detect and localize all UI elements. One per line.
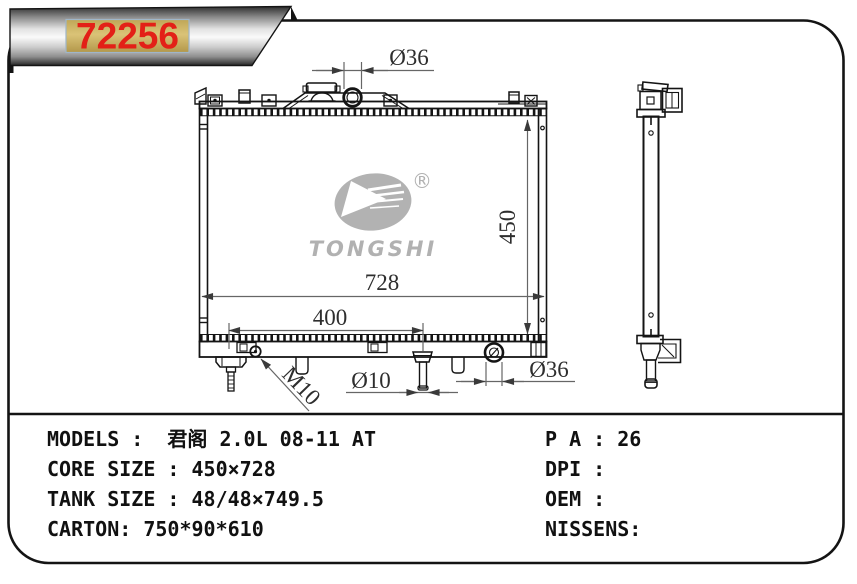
top-bracket-left (194, 86, 223, 107)
registered-icon: ® (412, 169, 432, 193)
dimension-labels: Ø36 450 728 400 M10 Ø10 Ø36 (277, 45, 569, 410)
leader-m10 (260, 358, 310, 412)
spec-column-right: P A : 26 DPI : OEM : NISSENS: (545, 424, 641, 544)
spec-models: MODELS : 君阁 2.0L 08-11 AT (47, 427, 376, 451)
logo-wordmark: TONGSHI (309, 237, 438, 261)
part-number-plate (65, 18, 190, 54)
spec-carton: CARTON: 750*90*610 (47, 517, 264, 541)
dim-label-pipe: Ø10 (351, 368, 391, 393)
brand-logo: ® TONGSHI (309, 169, 438, 261)
dim-bottom-port (456, 362, 575, 386)
dim-label-fitting-span: 400 (313, 305, 348, 330)
spec-block: MODELS : 君阁 2.0L 08-11 AT CORE SIZE : 45… (0, 424, 857, 574)
dim-label-top-port: Ø36 (389, 45, 429, 70)
dim-fitting-span (228, 323, 424, 351)
top-clip-3 (383, 94, 398, 107)
dim-label-core-height: 450 (495, 210, 520, 245)
part-number-banner: 72256 (9, 5, 298, 73)
dim-label-bottom-port: Ø36 (529, 357, 569, 382)
spec-core-size: CORE SIZE : 450×728 (47, 457, 276, 481)
bottom-clip-1 (236, 341, 257, 354)
spec-pa: P A : 26 (545, 427, 642, 451)
inlet-port (342, 87, 363, 108)
top-stud-right (508, 91, 520, 104)
drain-plug-m10 (215, 356, 247, 392)
top-stud-left (238, 89, 251, 104)
logo-speed-lines (367, 183, 405, 209)
top-clip-2 (261, 94, 277, 107)
bottom-clip-2 (367, 341, 388, 354)
bottom-stub-1 (295, 357, 309, 375)
logo-arrow-icon (341, 181, 386, 217)
spec-tank-size: TANK SIZE : 48/48×749.5 (47, 487, 324, 511)
spec-oem: OEM : (545, 487, 606, 511)
radiator-front-view (194, 82, 548, 392)
mount-hole (249, 345, 262, 358)
side-view-outlet-assembly (636, 334, 682, 389)
dim-label-core-width: 728 (365, 270, 400, 295)
top-bracket-right (498, 94, 546, 107)
sheet-border (7, 19, 845, 565)
radiator-side-view (636, 81, 683, 389)
bottom-stub-2 (451, 357, 465, 374)
outlet-pipe-small (411, 351, 434, 391)
bottom-port (483, 342, 505, 363)
filler-cap (302, 82, 341, 102)
spec-nissens: NISSENS: (545, 517, 642, 541)
dim-top-port (312, 62, 434, 89)
bottom-bracket-right (530, 341, 547, 358)
side-view-cap-assembly (636, 81, 683, 118)
spec-dpi: DPI : (545, 457, 606, 481)
spec-column-left: MODELS : 君阁 2.0L 08-11 AT CORE SIZE : 45… (47, 424, 376, 544)
dimension-lines (201, 62, 575, 412)
part-number: 72256 (76, 16, 179, 57)
